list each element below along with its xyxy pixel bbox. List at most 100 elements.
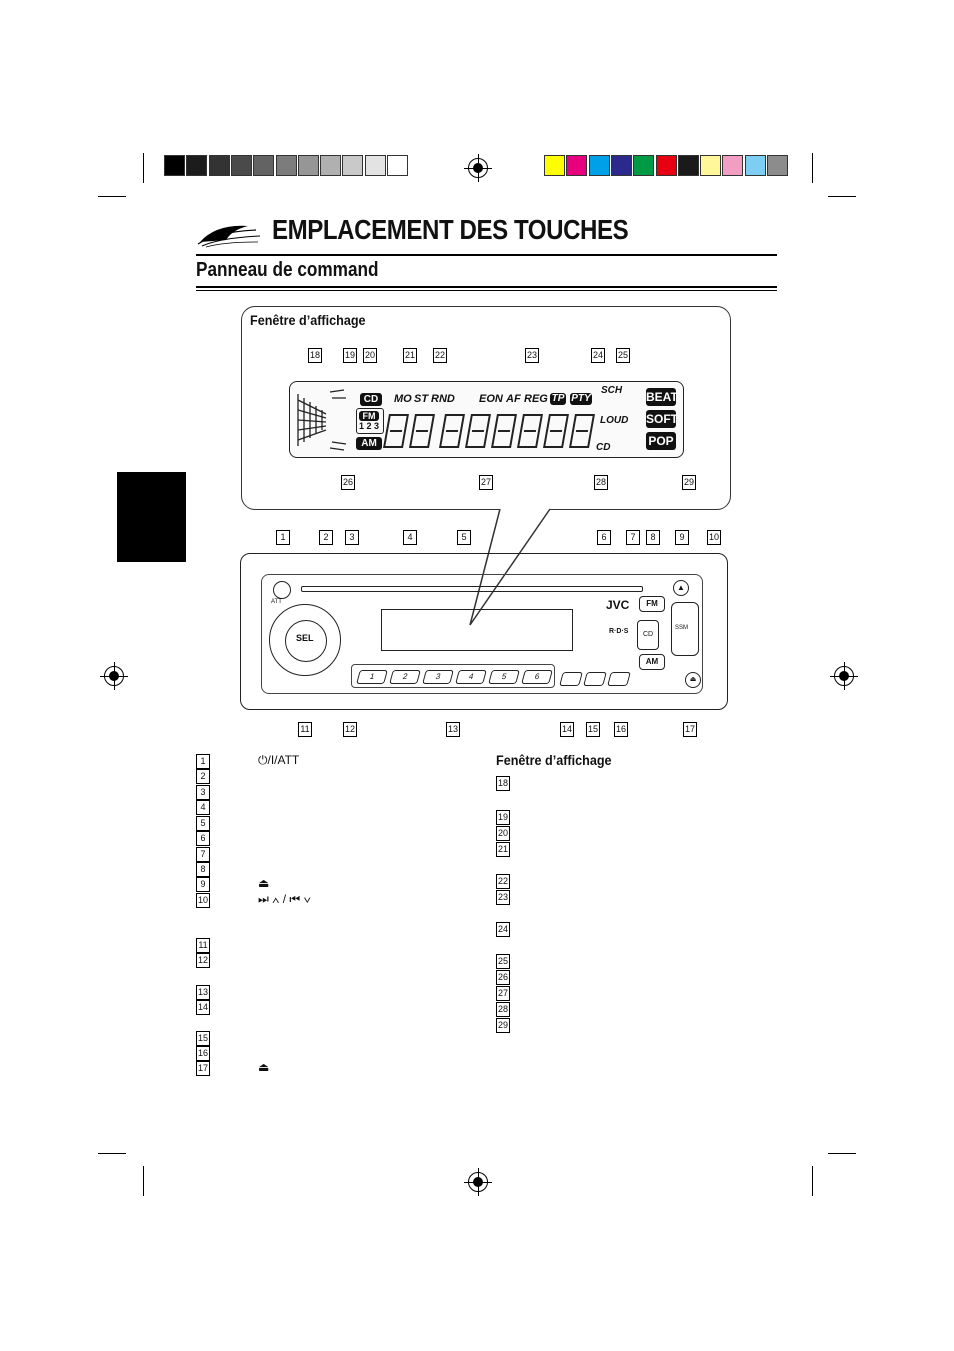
fm-label: FM [359,411,379,421]
att-label: ATT [271,599,282,605]
eject-button: ▲ [673,580,689,596]
legend-item-label: ⏏ [258,1060,270,1074]
title-rule [196,254,777,256]
callout-number: 17 [683,722,697,737]
callout-number: 12 [196,953,210,968]
af-indicator: AF [506,393,521,405]
color-swatch [633,155,655,176]
detach-button: ⏏ [685,672,701,688]
callout-number: 26 [496,970,510,985]
callout-number: 3 [196,785,210,800]
callout-number: 11 [196,938,210,953]
callout-number: 27 [479,475,493,490]
callout-number: 11 [298,722,312,737]
seek-panel: SSM [671,602,699,656]
loud-indicator: LOUD [600,415,629,426]
sel-label: SEL [296,633,314,643]
callout-number: 8 [646,530,660,545]
am-button-label: AM [645,657,659,666]
callout-number: 9 [675,530,689,545]
crop-mark [828,1153,856,1154]
pop-indicator: POP [646,432,676,450]
callout-number: 10 [196,893,210,908]
display-legend-heading: Fenêtre d’affichage [496,752,612,768]
callout-number: 29 [682,475,696,490]
fm-button: FM [639,596,665,612]
callout-number: 13 [196,985,210,1000]
color-swatch [700,155,722,176]
crop-mark [812,1166,813,1196]
callout-number: 18 [308,348,322,363]
subtitle-rule-thin [196,290,777,291]
color-swatch [164,155,185,176]
rnd-indicator: RND [431,393,455,405]
reg-indicator: REG [524,393,548,405]
callout-number: 9 [196,877,210,892]
callout-number: 4 [403,530,417,545]
callout-number: 25 [616,348,630,363]
fm-button-label: FM [646,599,658,608]
display-callout [241,306,731,510]
color-swatch [275,155,297,176]
display-window [381,609,573,651]
callout-number: 7 [626,530,640,545]
callout-number: 15 [196,1031,210,1046]
display-label: Fenêtre d’affichage [250,312,366,328]
callout-number: 24 [591,348,605,363]
callout-number: 10 [707,530,721,545]
crop-mark [828,196,856,197]
am-button: AM [639,654,665,670]
color-swatch [320,155,342,176]
small-button [583,672,607,686]
registration-mark-icon [464,154,492,182]
callout-number: 5 [196,816,210,831]
callout-number: 22 [496,874,510,889]
am-indicator: AM [356,437,382,450]
callout-number: 4 [196,800,210,815]
beat-indicator: BEAT [646,388,678,406]
preset-button: 2 [389,670,421,684]
preset-label: 1 2 3 [359,421,380,431]
cd-button: CD [637,620,659,650]
color-swatch [186,155,208,176]
color-swatch [767,155,788,176]
cd-slot [301,586,643,592]
language-tab [117,472,186,562]
callout-number: 20 [363,348,377,363]
small-button [607,672,631,686]
registration-mark-icon [830,662,858,690]
callout-number: 13 [446,722,460,737]
registration-mark-icon [100,662,128,690]
color-swatch [655,155,677,176]
callout-number: 27 [496,986,510,1001]
callout-number: 28 [594,475,608,490]
callout-number: 16 [614,722,628,737]
callout-number: 24 [496,922,510,937]
cd-indicator: CD [360,393,382,406]
callout-number: 6 [597,530,611,545]
sch-indicator: SCH [601,385,623,396]
callout-number: 28 [496,1002,510,1017]
soft-indicator: SOFT [646,410,678,428]
color-swatch [253,155,275,176]
cd-disc-indicator: CD [596,442,611,453]
callout-number: 3 [345,530,359,545]
callout-number: 7 [196,847,210,862]
pty-indicator: PTY [570,393,592,405]
callout-number: 6 [196,831,210,846]
color-swatch [566,155,588,176]
section-subtitle: Panneau de command [196,259,379,281]
callout-number: 26 [341,475,355,490]
callout-number: 25 [496,954,510,969]
callout-number: 23 [496,890,510,905]
callout-number: 2 [319,530,333,545]
legend-item-label: ⏭ ∧ / ⏮ ∨ [258,892,311,906]
callout-number: 19 [343,348,357,363]
title-logo-icon [197,225,261,248]
legend-item-label: ⏻/I/ATT [258,753,300,767]
dial-inner [285,620,327,662]
preset-button: 6 [521,670,553,684]
crop-mark [98,1153,126,1154]
color-swatch [230,155,252,176]
